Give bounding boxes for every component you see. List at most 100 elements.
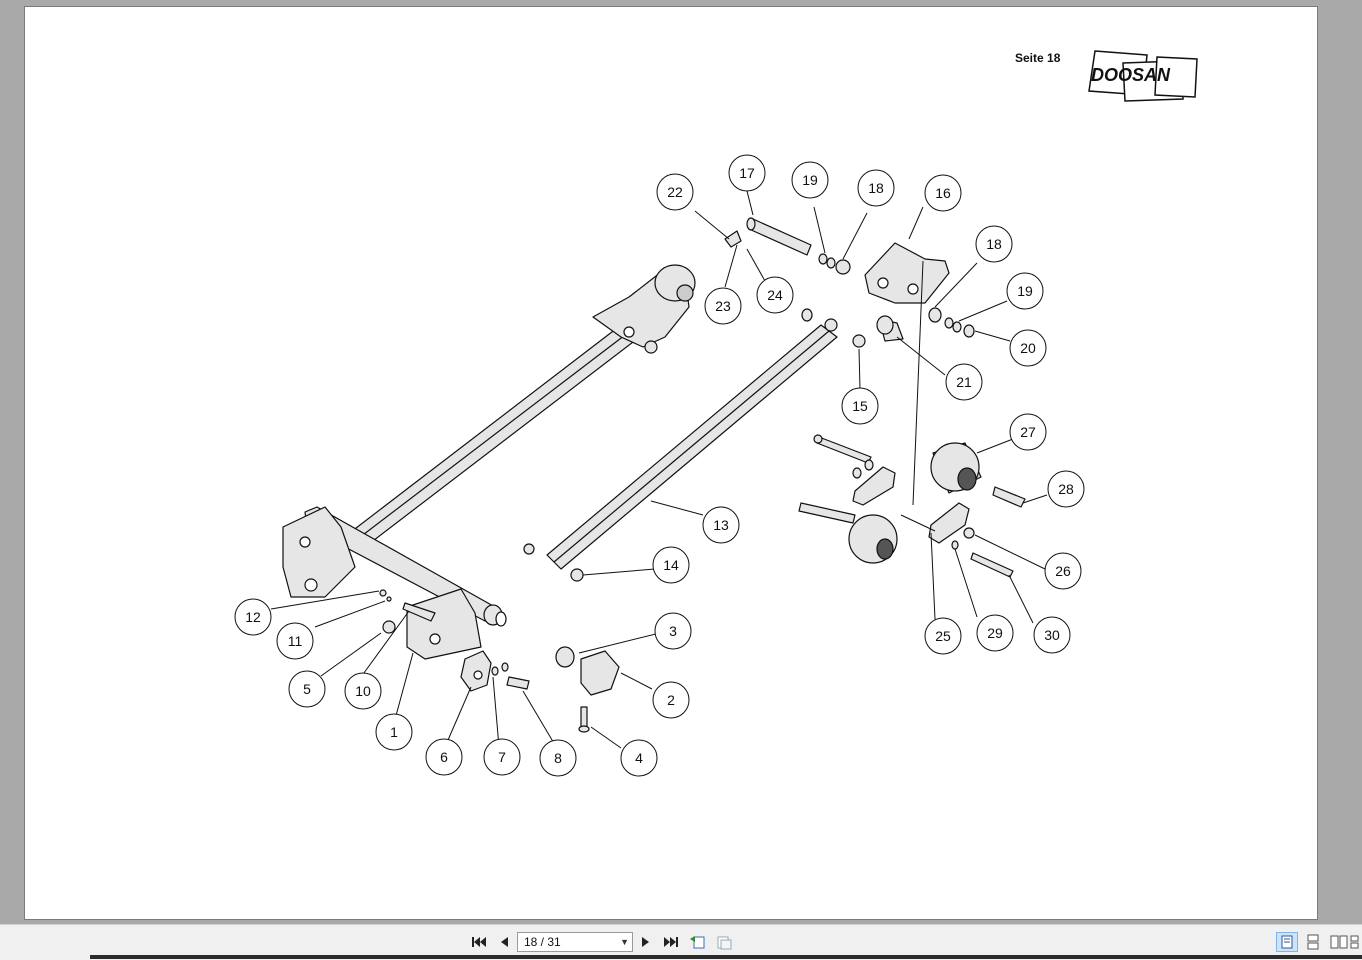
bushing-14a <box>523 543 535 555</box>
nut-20 <box>963 324 975 338</box>
nut-26 <box>963 527 975 539</box>
facing-pages-icon[interactable] <box>1328 932 1350 952</box>
plate-mid <box>852 466 896 506</box>
bushing-14 <box>570 568 584 582</box>
bracket-1 <box>406 588 482 660</box>
svg-text:10: 10 <box>355 683 371 699</box>
callout-26: 26 <box>1044 552 1082 590</box>
next-page-icon[interactable] <box>637 933 655 951</box>
center-line <box>912 260 924 506</box>
single-page-icon[interactable] <box>1276 932 1298 952</box>
leader-lines <box>270 190 1048 749</box>
svg-text:18: 18 <box>986 236 1002 252</box>
document-page: Seite 18 DOOSAN <box>24 6 1318 920</box>
page-label: Seite 18 <box>1015 51 1061 65</box>
first-page-icon[interactable] <box>470 933 488 951</box>
svg-text:20: 20 <box>1020 340 1036 356</box>
bushing-15 <box>852 334 866 348</box>
svg-text:17: 17 <box>739 165 755 181</box>
next-view-icon[interactable] <box>715 933 733 951</box>
bushing-18b <box>928 307 942 323</box>
previous-view-icon[interactable] <box>689 933 707 951</box>
svg-text:18: 18 <box>868 180 884 196</box>
bolt-upper <box>816 436 872 464</box>
callout-29: 29 <box>976 614 1014 652</box>
svg-text:30: 30 <box>1044 627 1060 643</box>
svg-text:1: 1 <box>390 724 398 740</box>
nipple-12 <box>379 589 387 597</box>
svg-text:15: 15 <box>852 398 868 414</box>
callout-6: 6 <box>425 738 463 776</box>
callout-12: 12 <box>234 598 272 636</box>
bolt-30 <box>970 552 1014 578</box>
callout-14: 14 <box>652 546 690 584</box>
svg-text:27: 27 <box>1020 424 1036 440</box>
svg-text:7: 7 <box>498 749 506 765</box>
prev-page-icon[interactable] <box>495 933 513 951</box>
svg-text:23: 23 <box>715 298 731 314</box>
callout-16: 16 <box>924 174 962 212</box>
callout-28: 28 <box>1047 470 1085 508</box>
svg-text:26: 26 <box>1055 563 1071 579</box>
callout-18a: 18 <box>857 169 895 207</box>
svg-text:16: 16 <box>935 185 951 201</box>
callout-20: 20 <box>1009 329 1047 367</box>
page-indicator-text: 18 / 31 <box>524 935 561 949</box>
bolt-28 <box>992 486 1026 508</box>
svg-text:2: 2 <box>667 692 675 708</box>
svg-text:5: 5 <box>303 681 311 697</box>
svg-text:3: 3 <box>669 623 677 639</box>
callout-24: 24 <box>756 276 794 314</box>
page-number-field[interactable]: 18 / 31 ▼ <box>517 932 633 952</box>
chevron-down-icon[interactable]: ▼ <box>620 937 629 947</box>
bolt-8 <box>506 676 530 690</box>
callout-17: 17 <box>728 154 766 192</box>
svg-text:4: 4 <box>635 750 643 766</box>
callout-5: 5 <box>288 670 326 708</box>
svg-text:8: 8 <box>554 750 562 766</box>
bolt-lower <box>798 502 856 524</box>
plate-16 <box>864 242 950 304</box>
callout-19a: 19 <box>791 161 829 199</box>
logo-text: DOOSAN <box>1091 65 1171 85</box>
exploded-parts-diagram: 1 2 3 4 5 6 7 8 10 11 12 13 14 15 16 17 … <box>234 154 1085 777</box>
callout-15: 15 <box>841 387 879 425</box>
bushing-3 <box>555 646 575 668</box>
pin-17 <box>748 218 812 256</box>
svg-text:25: 25 <box>935 628 951 644</box>
svg-text:19: 19 <box>802 172 818 188</box>
svg-text:28: 28 <box>1058 481 1074 497</box>
plate-25 <box>928 502 970 544</box>
continuous-page-icon[interactable] <box>1302 932 1324 952</box>
clamp-2 <box>580 650 620 696</box>
plate-22 <box>724 230 742 248</box>
callout-21: 21 <box>945 363 983 401</box>
washer-29 <box>951 540 959 550</box>
callout-7: 7 <box>483 738 521 776</box>
callout-22: 22 <box>656 173 694 211</box>
taskbar-edge <box>90 955 1362 959</box>
facing-continuous-icon[interactable] <box>1350 932 1362 952</box>
callout-4: 4 <box>620 739 658 777</box>
svg-text:22: 22 <box>667 184 683 200</box>
callout-8: 8 <box>539 739 577 777</box>
callout-18b: 18 <box>975 225 1013 263</box>
callout-11: 11 <box>276 622 314 660</box>
doosan-logo: DOOSAN <box>1088 50 1198 102</box>
beam-13 <box>546 324 838 570</box>
svg-text:19: 19 <box>1017 283 1033 299</box>
svg-text:21: 21 <box>956 374 972 390</box>
washer-11 <box>386 596 392 602</box>
callout-3: 3 <box>654 612 692 650</box>
svg-text:24: 24 <box>767 287 783 303</box>
svg-text:29: 29 <box>987 625 1003 641</box>
callout-10: 10 <box>344 672 382 710</box>
callout-2: 2 <box>652 681 690 719</box>
callout-30: 30 <box>1033 616 1071 654</box>
washer-19a <box>818 253 828 265</box>
callout-1: 1 <box>375 713 413 751</box>
callouts: 1 2 3 4 5 6 7 8 10 11 12 13 14 15 16 17 … <box>234 154 1085 777</box>
callout-25: 25 <box>924 617 962 655</box>
last-page-icon[interactable] <box>662 933 680 951</box>
left-mount <box>282 506 356 598</box>
